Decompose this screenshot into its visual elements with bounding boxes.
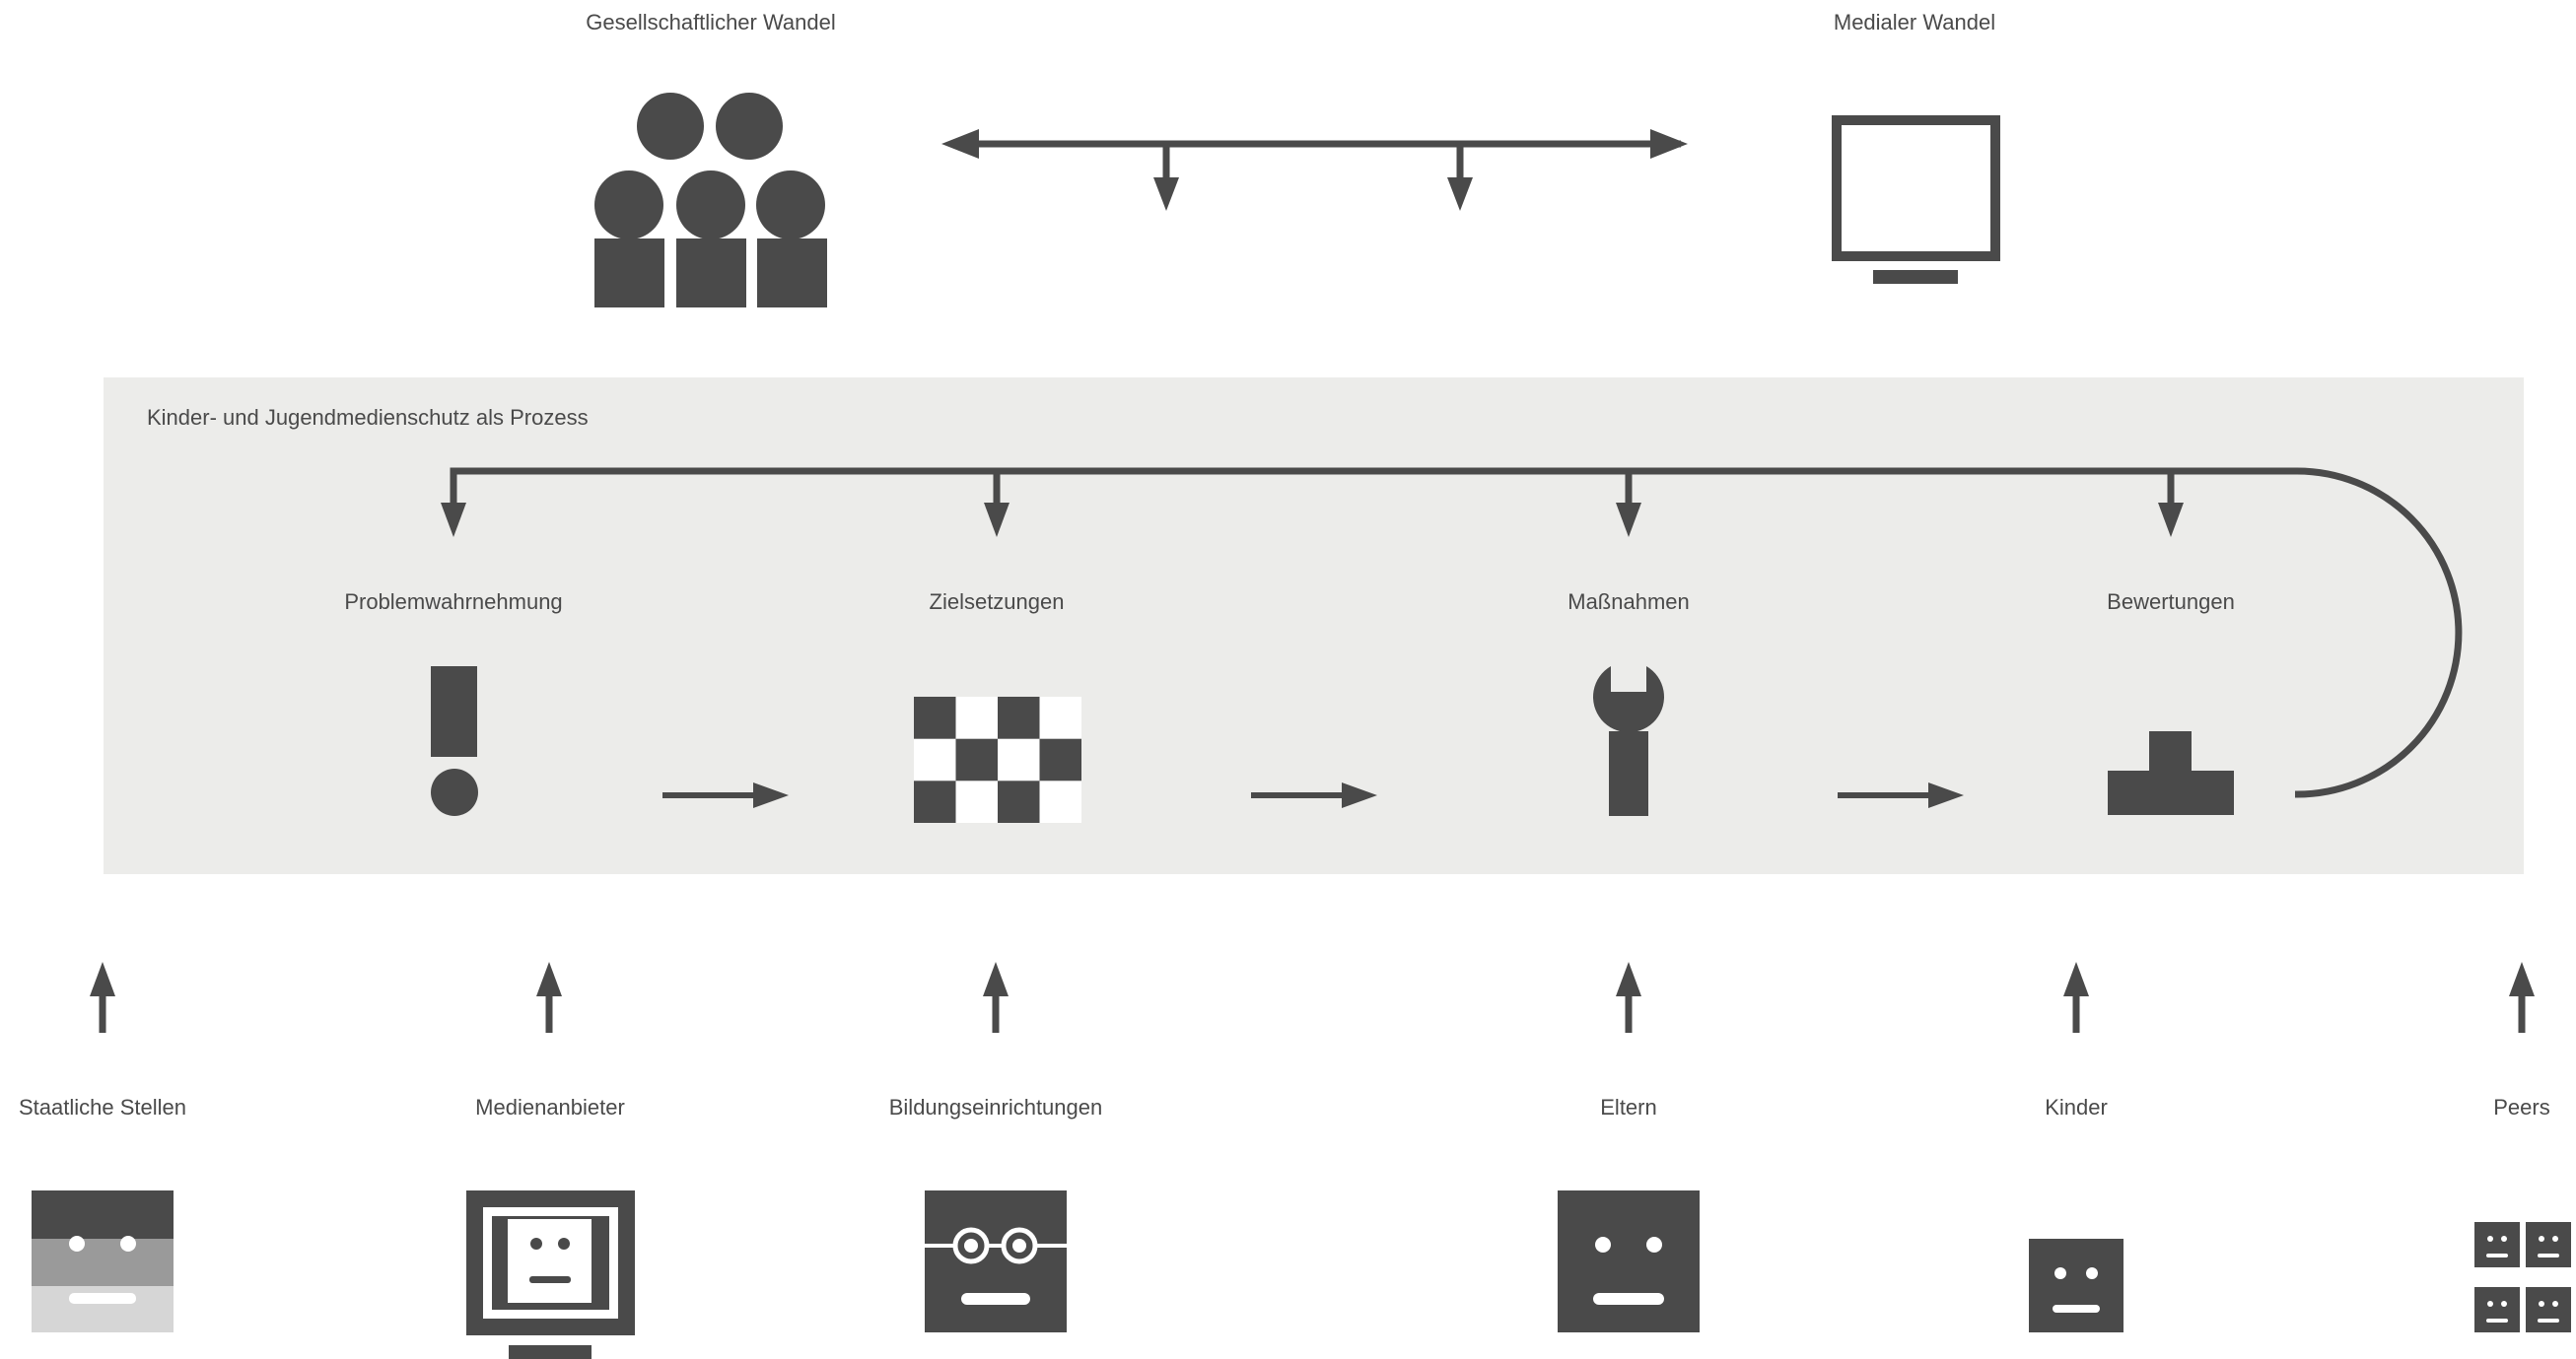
child-face-icon — [2029, 1239, 2123, 1332]
podium-icon — [2108, 731, 2234, 815]
parent-face-icon — [1558, 1190, 1700, 1332]
process-feedback-arrowheads — [441, 503, 2184, 537]
media-provider-face-icon — [466, 1190, 635, 1359]
process-title: Kinder- und Jugendmedienschutz als Proze… — [147, 405, 589, 430]
wrench-icon — [1593, 666, 1665, 816]
actor-arrows — [99, 985, 2526, 1033]
actor-arrowheads — [90, 962, 2535, 996]
actor-label-parents: Eltern — [1600, 1095, 1657, 1120]
step-label-problem: Problemwahrnehmung — [344, 589, 563, 614]
glasses-face-icon — [925, 1190, 1067, 1332]
step-label-evaluation: Bewertungen — [2107, 589, 2235, 614]
peers-faces-icon — [2474, 1222, 2571, 1332]
society-change-label: Gesellschaftlicher Wandel — [586, 10, 836, 34]
change-arrow — [951, 140, 1681, 182]
state-face-icon — [32, 1190, 174, 1332]
step-label-goals: Zielsetzungen — [929, 589, 1065, 614]
step-arrowheads — [753, 782, 1964, 808]
actor-label-children: Kinder — [2045, 1095, 2108, 1120]
actor-label-media-providers: Medienanbieter — [475, 1095, 625, 1120]
exclamation-icon — [431, 666, 478, 816]
actor-label-state: Staatliche Stellen — [19, 1095, 186, 1120]
media-change-label: Medialer Wandel — [1833, 10, 1996, 34]
step-label-measures: Maßnahmen — [1567, 589, 1690, 614]
change-arrowheads — [941, 129, 1688, 211]
people-group-icon — [594, 93, 827, 307]
actor-label-education: Bildungseinrichtungen — [888, 1095, 1103, 1120]
actor-label-peers: Peers — [2493, 1095, 2550, 1120]
checkerboard-icon — [914, 697, 1081, 823]
monitor-icon — [1832, 115, 2000, 284]
